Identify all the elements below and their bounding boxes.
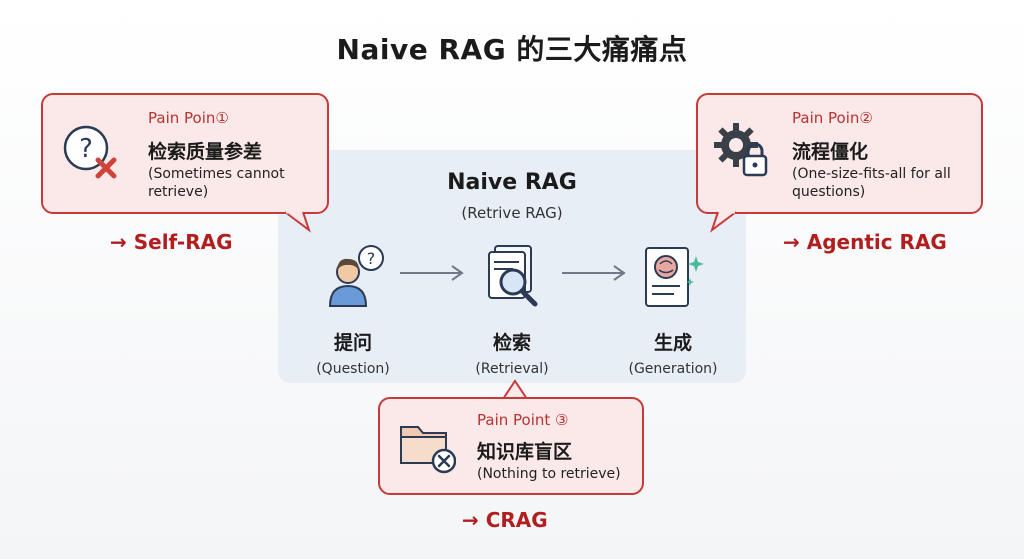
brain-document-icon	[645, 247, 704, 307]
pain-point-1-tag: Pain Poin①	[148, 109, 229, 127]
pain-point-1-callout: ? Pain Poin① 检索质量参差 (Sometimes cannot re…	[41, 93, 329, 214]
pain-point-2-callout: Pain Poin② 流程僵化 (One-size-fits-all for a…	[696, 93, 983, 214]
pain-point-1-desc-line2: retrieve)	[148, 184, 209, 200]
svg-text:?: ?	[367, 249, 376, 268]
pain-point-1-title: 检索质量参差	[148, 141, 263, 163]
step-question-sub: (Question)	[316, 361, 390, 377]
callout-tail	[284, 210, 311, 233]
arrow-right-icon	[400, 265, 464, 281]
solution-agentic-rag: → Agentic RAG	[783, 230, 947, 254]
pain-point-3-tag: Pain Point ③	[477, 411, 569, 429]
pain-point-2-title: 流程僵化	[792, 141, 869, 163]
arrow-right-icon	[562, 265, 626, 281]
pain-point-2-tag: Pain Poin②	[792, 109, 873, 127]
pain-point-3-callout: Pain Point ③ 知识库盲区 (Nothing to retrieve)	[378, 397, 644, 495]
step-retrieval-sub: (Retrieval)	[475, 361, 549, 377]
svg-text:?: ?	[79, 134, 93, 164]
panel-subtitle: (Retrive RAG)	[461, 204, 563, 222]
callout-tail	[710, 210, 737, 233]
pain-point-1-desc-line1: (Sometimes cannot	[148, 166, 285, 182]
gear-lock-icon	[714, 123, 768, 177]
step-generation: 生成 (Generation)	[608, 242, 738, 377]
step-retrieval: 检索 (Retrieval)	[447, 242, 577, 377]
question-cross-icon: ?	[63, 125, 117, 179]
step-question-label: 提问	[333, 332, 372, 354]
solution-self-rag: → Self-RAG	[110, 230, 233, 254]
folder-cross-icon	[400, 426, 456, 474]
naive-rag-panel: Naive RAG (Retrive RAG) ? 提问 (Question) …	[278, 150, 746, 383]
person-question-icon: ?	[328, 245, 384, 307]
page-title: Naive RAG 的三大痛痛点	[336, 33, 688, 66]
document-search-icon	[488, 245, 538, 307]
pain-point-2-desc-line2: questions)	[792, 184, 866, 200]
step-generation-label: 生成	[653, 332, 692, 354]
step-retrieval-label: 检索	[492, 332, 531, 354]
pain-point-3-desc-line1: (Nothing to retrieve)	[477, 466, 621, 482]
pain-point-3-title: 知识库盲区	[477, 441, 573, 463]
panel-title: Naive RAG	[447, 170, 577, 195]
step-question: ? 提问 (Question)	[288, 242, 418, 377]
step-generation-sub: (Generation)	[628, 361, 718, 377]
callout-tail	[502, 379, 528, 400]
pain-point-2-desc-line1: (One-size-fits-all for all	[792, 166, 951, 182]
solution-crag: → CRAG	[462, 508, 548, 532]
